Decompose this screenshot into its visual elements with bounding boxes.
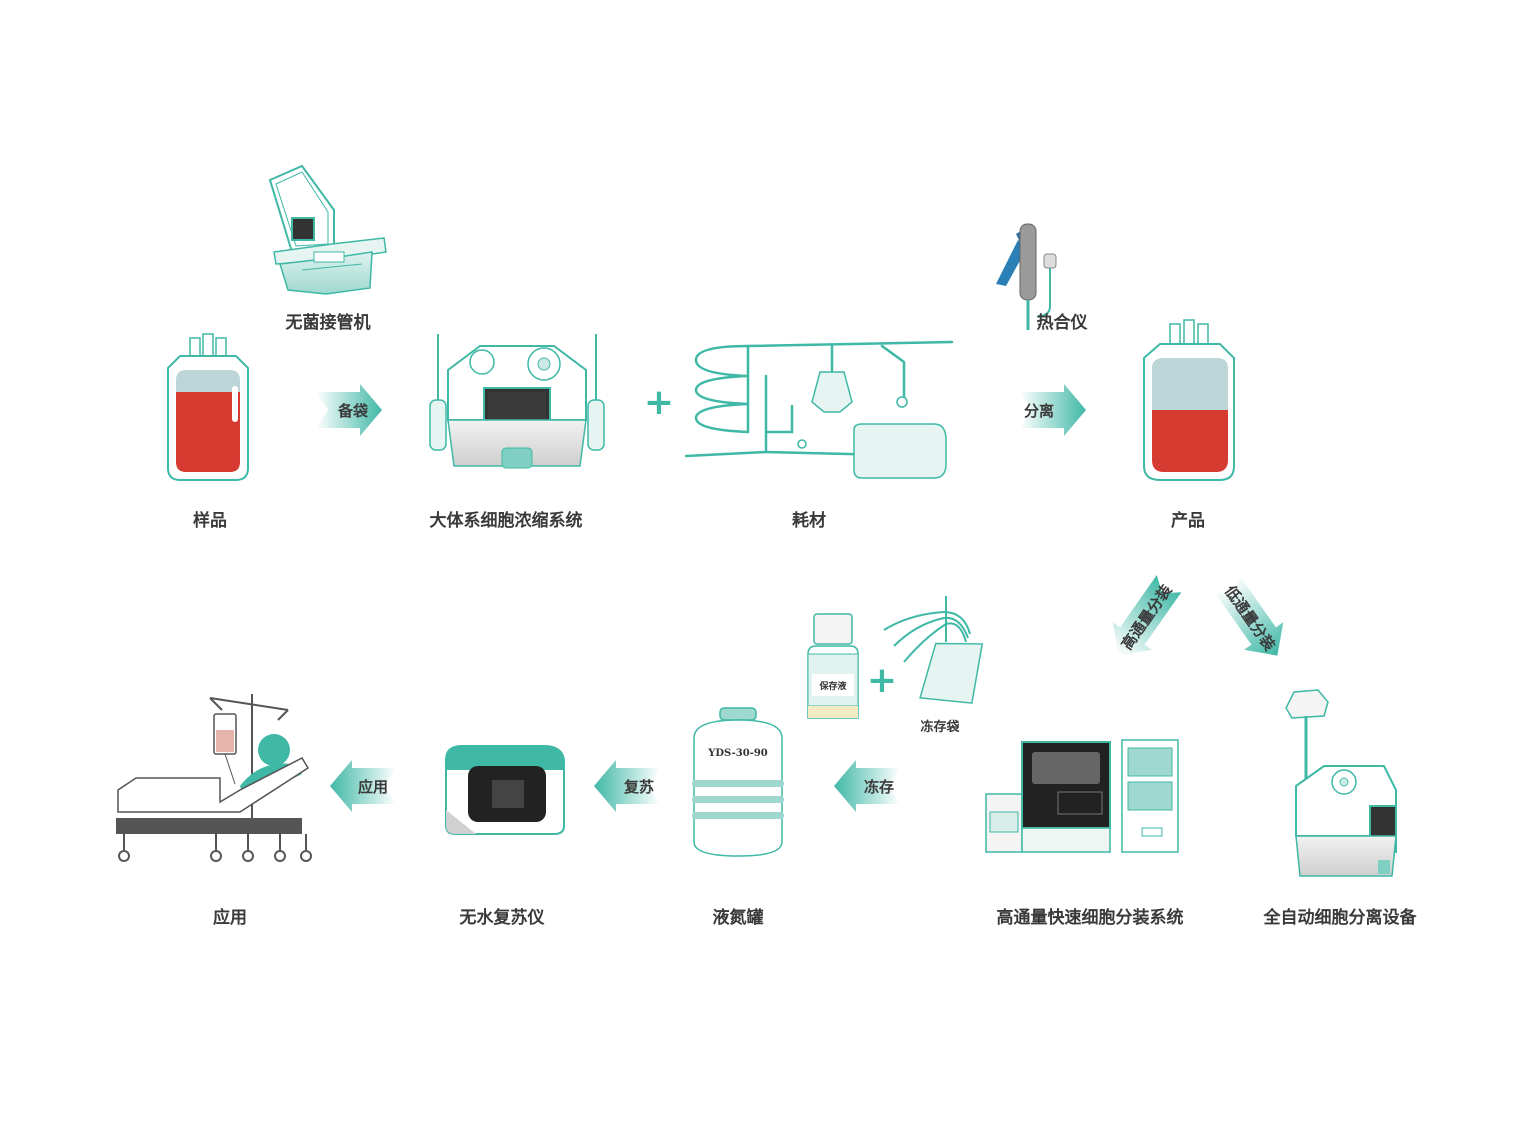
consumables-label: 耗材 [792, 511, 826, 531]
arrow-freeze-label: 冻存 [864, 778, 894, 796]
product-label: 产品 [1171, 511, 1205, 531]
arrow-high-split: 高通量分装 [1112, 574, 1182, 656]
arrow-separate-label: 分离 [1024, 402, 1054, 420]
arrow-low-split: 低通量分装 [1214, 574, 1284, 656]
auto-separator-illustration [1285, 689, 1397, 877]
arrow-prep-bag: 备袋 [316, 384, 382, 436]
plus-sign-1: + [643, 382, 675, 423]
freeze-bag-label: 冻存袋 [920, 720, 960, 735]
auto-separator-label: 全自动细胞分离设备 [1263, 908, 1417, 928]
high-throughput-label: 高通量快速细胞分装系统 [996, 908, 1184, 928]
plus-sign-2: + [866, 660, 898, 701]
arrow-apply: 应用 [330, 760, 396, 812]
arrow-freeze: 冻存 [834, 760, 900, 812]
freeze-bag-illustration [883, 596, 984, 704]
ln-tank-illustration: YDS-30-90 [692, 707, 784, 857]
preservation-liquid-text: 保存液 [818, 680, 847, 692]
preservation-bottle-illustration: 保存液 [807, 613, 859, 719]
arrow-apply-label: 应用 [358, 778, 388, 796]
heat-sealer-illustration [996, 223, 1057, 330]
concentrator-label: 大体系细胞浓缩系统 [429, 511, 583, 531]
high-throughput-illustration [985, 739, 1179, 853]
arrow-thaw: 复苏 [594, 760, 660, 812]
application-illustration [116, 694, 312, 862]
ln-tank-label: 液氮罐 [712, 908, 764, 928]
heat-sealer-label: 热合仪 [1036, 313, 1088, 333]
concentrator-illustration [429, 334, 605, 469]
thawer-label: 无水复苏仪 [459, 908, 545, 928]
application-label: 应用 [213, 908, 247, 928]
sterile-welder-label: 无菌接管机 [285, 313, 371, 333]
product-bag-illustration [1143, 319, 1235, 481]
arrow-prep-bag-label: 备袋 [337, 402, 369, 420]
sample-label: 样品 [193, 511, 227, 531]
arrow-separate: 分离 [1020, 384, 1086, 436]
consumables-illustration [684, 340, 954, 479]
arrow-thaw-label: 复苏 [623, 778, 654, 796]
sample-bag-illustration [167, 333, 249, 481]
sterile-welder-illustration [268, 164, 387, 295]
ln-tank-model-text: YDS-30-90 [707, 748, 768, 759]
thawer-illustration [445, 745, 565, 835]
